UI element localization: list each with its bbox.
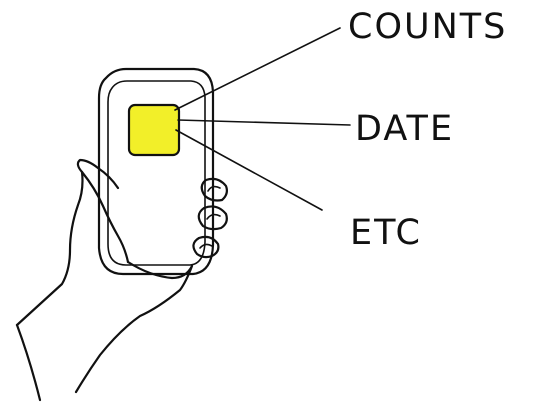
label-etc: ETC — [350, 213, 422, 253]
fingers — [193, 179, 226, 257]
hand-back-outline — [17, 172, 83, 325]
device-screen — [129, 105, 179, 155]
hand-lower-outline — [76, 262, 192, 392]
thumb-outline — [78, 160, 128, 262]
finger-3-nail — [200, 244, 212, 248]
label-counts: COUNTS — [348, 7, 507, 47]
pointer-line-date — [178, 120, 350, 125]
wrist-line — [17, 325, 40, 400]
label-date: DATE — [355, 109, 454, 149]
finger-3 — [193, 237, 218, 257]
pointer-line-etc — [176, 130, 322, 210]
